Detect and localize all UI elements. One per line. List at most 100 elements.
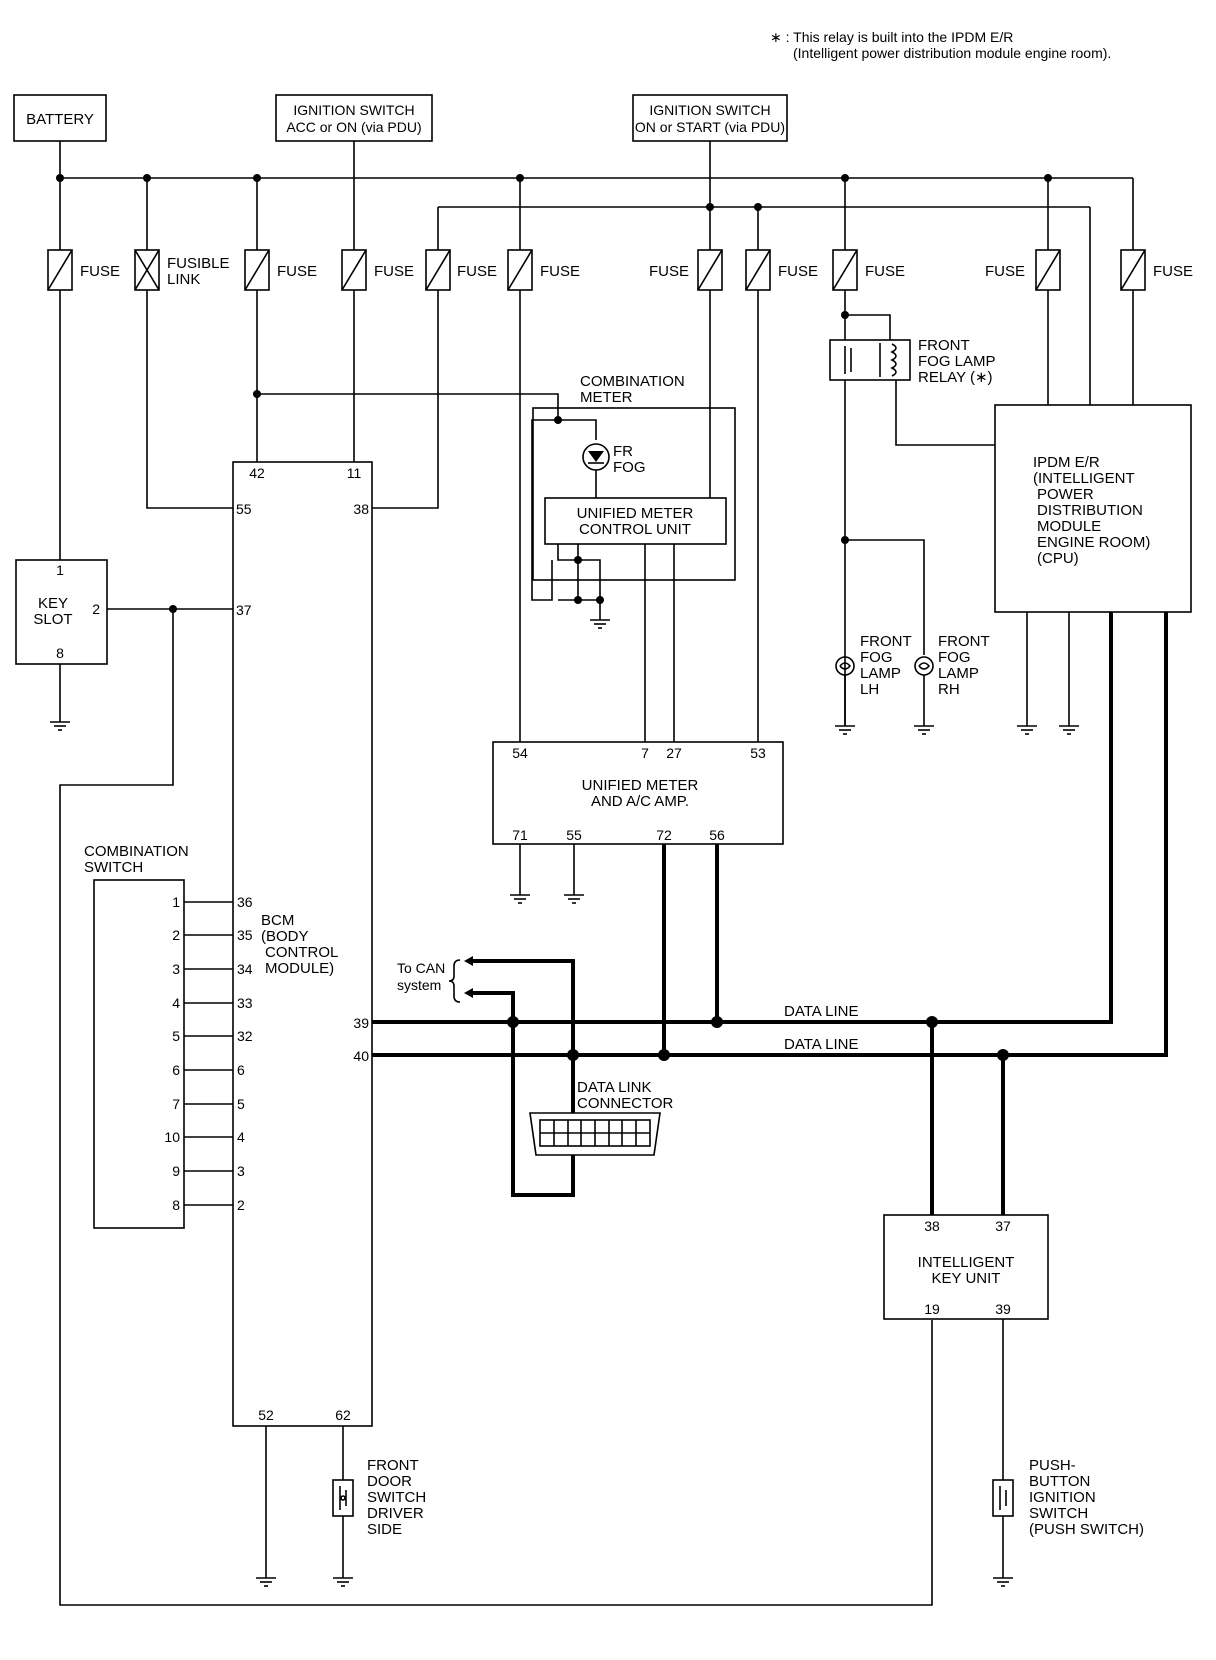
svg-text:3: 3 [172,961,180,977]
svg-text:FR: FR [613,443,633,460]
svg-text:FUSE: FUSE [1153,263,1193,280]
push-button-ignition-switch: PUSH- BUTTON IGNITION SWITCH (PUSH SWITC… [992,1457,1144,1578]
svg-text:FUSE: FUSE [374,263,414,280]
svg-text:KEY: KEY [38,595,68,612]
svg-text:FUSE: FUSE [80,263,120,280]
svg-text:27: 27 [666,745,682,761]
front-fog-lamps: FRONT FOG LAMP LH FRONT FOG LAMP RH [835,536,990,726]
svg-text:LAMP: LAMP [938,665,979,682]
svg-text:3: 3 [237,1163,245,1179]
svg-text:AND A/C AMP.: AND A/C AMP. [591,793,689,810]
ignition-acc-box: IGNITION SWITCH ACC or ON (via PDU) [275,94,433,142]
svg-text:71: 71 [512,827,528,843]
data-link-connector: DATA LINK CONNECTOR [529,1079,674,1156]
svg-text:1: 1 [56,562,64,578]
svg-text:37: 37 [236,602,252,618]
svg-text:FUSE: FUSE [649,263,689,280]
fuse-battery: FUSE [47,249,120,291]
svg-text:62: 62 [335,1407,351,1423]
svg-text:DISTRIBUTION: DISTRIBUTION [1037,502,1143,519]
svg-text:CONNECTOR: CONNECTOR [577,1095,674,1112]
svg-text:IPDM E/R: IPDM E/R [1033,454,1100,471]
svg-text:BATTERY: BATTERY [26,111,94,128]
svg-text:UNIFIED METER: UNIFIED METER [577,505,694,522]
svg-text:37: 37 [995,1218,1011,1234]
svg-text:36: 36 [237,894,253,910]
svg-text:ON or START (via PDU): ON or START (via PDU) [635,119,785,135]
svg-text:FUSE: FUSE [277,263,317,280]
svg-text:To CAN: To CAN [397,960,445,976]
svg-text:54: 54 [512,745,528,761]
fog-lamp-relay: FRONT FOG LAMP RELAY (∗) [829,311,996,446]
svg-text:34: 34 [237,961,253,977]
svg-text:52: 52 [258,1407,274,1423]
svg-text:6: 6 [172,1062,180,1078]
svg-text:42: 42 [249,465,265,481]
fuse-bcm-38: FUSE [425,249,497,291]
svg-text:FUSIBLE: FUSIBLE [167,255,230,272]
svg-text:55: 55 [566,827,582,843]
svg-text:IGNITION: IGNITION [1029,1489,1096,1506]
svg-text:SWITCH: SWITCH [1029,1505,1088,1522]
svg-text:POWER: POWER [1037,486,1094,503]
fusible-link: FUSIBLE LINK [134,249,230,291]
ipdm-er-box: IPDM E/R (INTELLIGENT POWER DISTRIBUTION… [372,404,1192,1057]
svg-text:FOG LAMP: FOG LAMP [918,353,996,370]
svg-text:35: 35 [237,927,253,943]
combination-meter: COMBINATION METER FR FOG UNIFIED METER C… [532,373,736,742]
svg-text:FRONT: FRONT [918,337,970,354]
svg-text:IGNITION SWITCH: IGNITION SWITCH [293,102,414,118]
fuse-output-wires [59,290,1134,742]
svg-text:38: 38 [353,501,369,517]
svg-text:5: 5 [237,1096,245,1112]
svg-text:33: 33 [237,995,253,1011]
svg-text:COMBINATION: COMBINATION [580,373,685,390]
svg-text:FUSE: FUSE [778,263,818,280]
front-fog-lamp-rh-label: FRONT [938,633,990,650]
svg-text:6: 6 [237,1062,245,1078]
svg-text:DRIVER: DRIVER [367,1505,424,1522]
unified-meter-ac-amp: 54 7 27 53 UNIFIED METER AND A/C AMP. 71… [492,741,784,1061]
svg-text:system: system [397,977,441,993]
fuse-amp-54: FUSE [507,249,580,291]
svg-text:9: 9 [172,1163,180,1179]
fuse-ipdm-1: FUSE [985,249,1061,291]
front-door-switch: FRONT DOOR SWITCH DRIVER SIDE [332,1457,426,1578]
battery-box: BATTERY [13,94,107,142]
svg-text:FUSE: FUSE [985,263,1025,280]
svg-text:7: 7 [641,745,649,761]
svg-text:(BODY: (BODY [261,928,309,945]
data-line-label-1: DATA LINE [784,1003,858,1020]
svg-text:FOG: FOG [938,649,971,666]
svg-text:BUTTON: BUTTON [1029,1473,1090,1490]
svg-text:SWITCH: SWITCH [367,1489,426,1506]
svg-text:2: 2 [172,927,180,943]
svg-text:CONTROL: CONTROL [265,944,338,961]
combination-switch-row-2: 2 35 [172,927,253,943]
bcm-box: 42 11 55 37 38 39 40 BCM (BODY CONTROL M… [232,461,373,1578]
svg-text:10: 10 [164,1129,180,1145]
fuse-meter: FUSE [649,249,723,291]
svg-text:56: 56 [709,827,725,843]
svg-text:PUSH-: PUSH- [1029,1457,1076,1474]
svg-text:1: 1 [172,894,180,910]
svg-text:LH: LH [860,681,879,698]
svg-text:7: 7 [172,1096,180,1112]
svg-text:LAMP: LAMP [860,665,901,682]
svg-text:(CPU): (CPU) [1037,550,1079,567]
fuse-amp-53: FUSE [745,249,818,291]
relay-note-line2: (Intelligent power distribution module e… [793,45,1111,61]
svg-text:SWITCH: SWITCH [84,859,143,876]
fuse-fog-relay: FUSE [832,249,905,291]
svg-text:FOG: FOG [860,649,893,666]
svg-text:COMBINATION: COMBINATION [84,843,189,860]
svg-text:53: 53 [750,745,766,761]
svg-text:(INTELLIGENT: (INTELLIGENT [1033,470,1135,487]
